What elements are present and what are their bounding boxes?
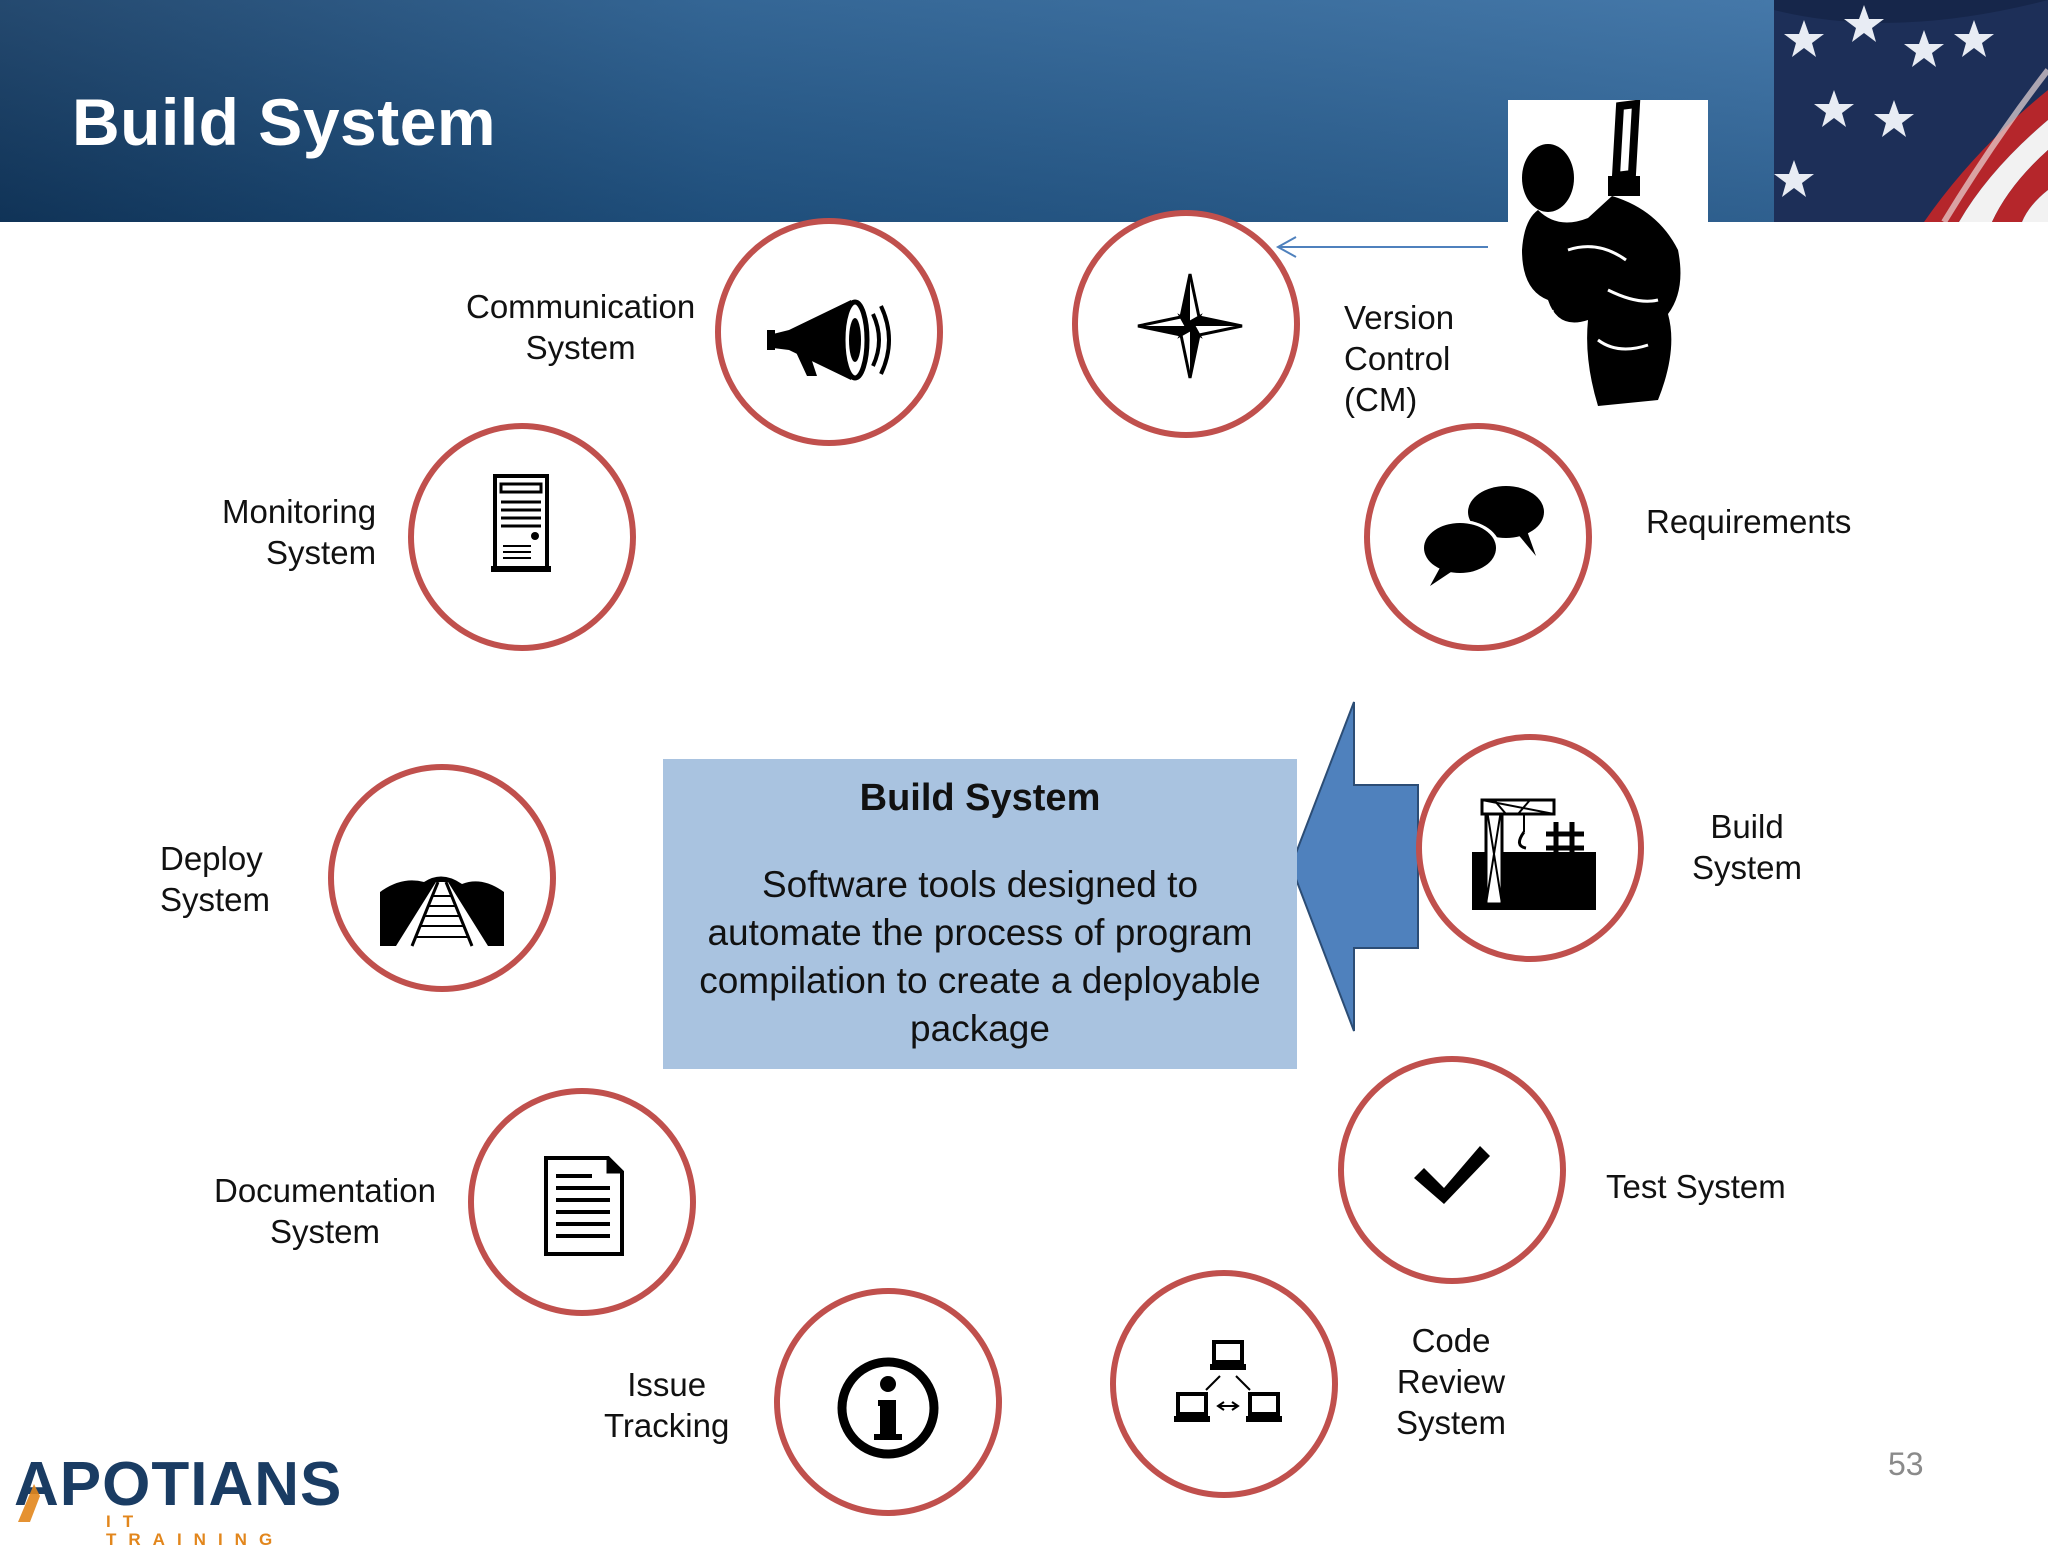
node-label-requirements: Requirements [1646,503,1852,540]
flag-image [1774,0,2048,222]
info-icon [837,1357,939,1459]
checkmark-icon [1414,1146,1490,1204]
construction-crane-icon [1472,798,1596,910]
company-logo: APOTIANS IT TRAINING [14,1452,341,1549]
speech-bubbles-icon [1420,486,1544,586]
version-control-connector-arrow [1275,236,1488,258]
build-ring [1416,734,1644,962]
logo-wordmark: APOTIANS [14,1450,343,1519]
compass-star-icon [1137,273,1243,379]
code-review-ring [1110,1270,1338,1498]
center-description-box: Build System Software tools designed to … [663,759,1297,1069]
logo-tagline: IT TRAINING [106,1512,285,1549]
node-label-code-review: Code Review System [1396,1322,1507,1441]
server-tower-icon [491,474,551,572]
statue-of-liberty-image [1508,100,1708,410]
slide-title: Build System [72,85,497,159]
node-label-test: Test System [1606,1168,1786,1205]
center-description: Software tools designed to automate the … [699,864,1261,1049]
node-label-monitoring: Monitoring System [222,493,377,571]
test-ring [1338,1056,1566,1284]
network-computers-icon [1174,1340,1282,1422]
center-title: Build System [859,777,1101,819]
block-arrow [1289,701,1419,1032]
node-label-version-control: Version Control (CM) [1344,299,1455,418]
node-label-build: Build System [1692,808,1803,886]
document-icon [544,1156,624,1256]
node-label-documentation: Documentation System [214,1172,436,1250]
node-label-deploy: Deploy System [160,840,271,918]
railroad-track-icon [380,876,504,947]
page-number: 53 [1888,1446,1924,1482]
node-label-communication: Communication System [466,288,696,366]
logo-accent-icon [18,1484,40,1522]
node-label-issue-tracking: Issue Tracking [604,1366,730,1444]
megaphone-icon [767,299,891,381]
